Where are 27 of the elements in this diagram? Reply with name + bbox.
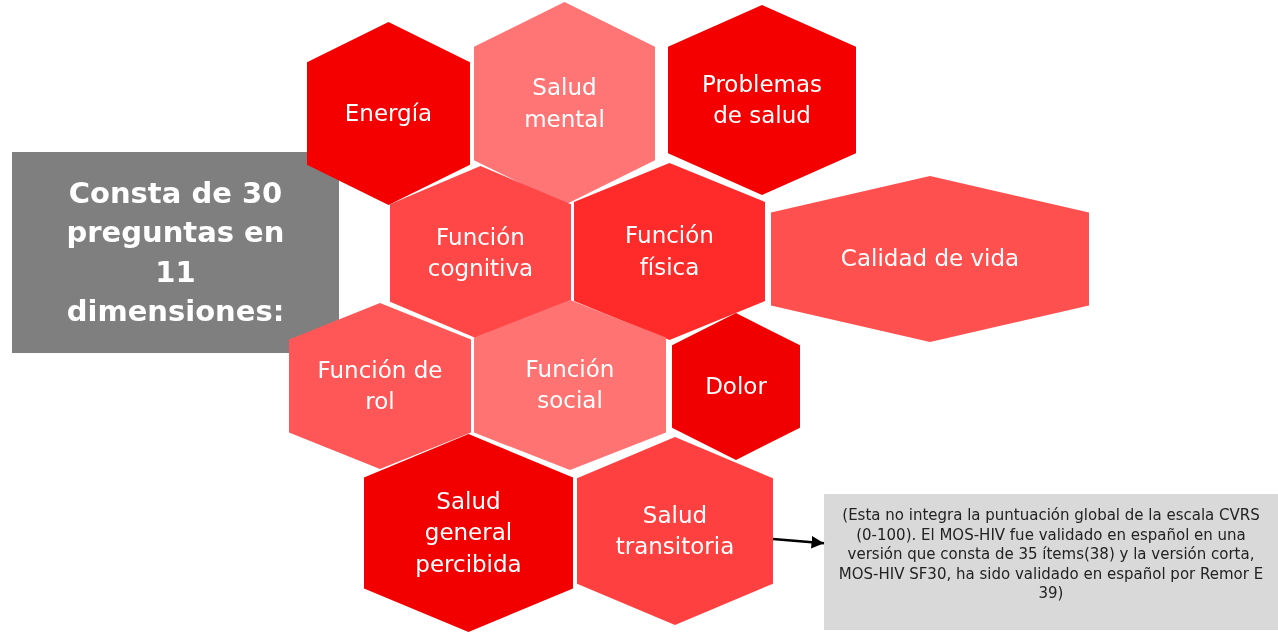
hexagon-tile bbox=[574, 163, 765, 340]
heading-panel bbox=[12, 152, 339, 353]
hexagon-tile bbox=[390, 166, 571, 340]
tile-label: Salud general percibida bbox=[414, 487, 523, 579]
tile-label: Salud mental bbox=[523, 73, 606, 134]
note-text: (Esta no integra la puntuación global de la escala CVRS (0-100). El MOS-HIV fue validado en español en una versión que consta de 35 ítems(38) y la versión corta, MOS-HIV SF30, ha sido validado en español por Remor E 39) bbox=[837, 506, 1265, 604]
tile-label: Función cognitiva bbox=[426, 222, 535, 283]
tile-label: Función social bbox=[524, 354, 616, 415]
hexagon-tile bbox=[474, 2, 655, 205]
hexagon-tile bbox=[289, 303, 471, 469]
tile-label: Salud transitoria bbox=[614, 500, 736, 561]
hexagon-tile bbox=[771, 176, 1089, 342]
hexagon-tile bbox=[474, 300, 666, 470]
tile-label: Función de rol bbox=[316, 355, 444, 416]
hexagon-tile bbox=[364, 434, 573, 632]
hexagon-tile bbox=[668, 5, 856, 195]
hexagon-tile bbox=[577, 437, 773, 625]
hexagon-tile bbox=[672, 313, 800, 460]
hexagon-tile bbox=[307, 22, 470, 205]
tile-label: Dolor bbox=[705, 371, 767, 401]
note-box bbox=[824, 494, 1278, 630]
panel-heading: Consta de 30 preguntas en 11 dimensiones: bbox=[65, 175, 286, 330]
tile-label: Calidad de vida bbox=[840, 244, 1020, 274]
arrow bbox=[772, 536, 825, 549]
tile-label: Energía bbox=[344, 98, 433, 128]
tile-label: Problemas de salud bbox=[700, 69, 824, 130]
tile-label: Función física bbox=[624, 221, 715, 282]
